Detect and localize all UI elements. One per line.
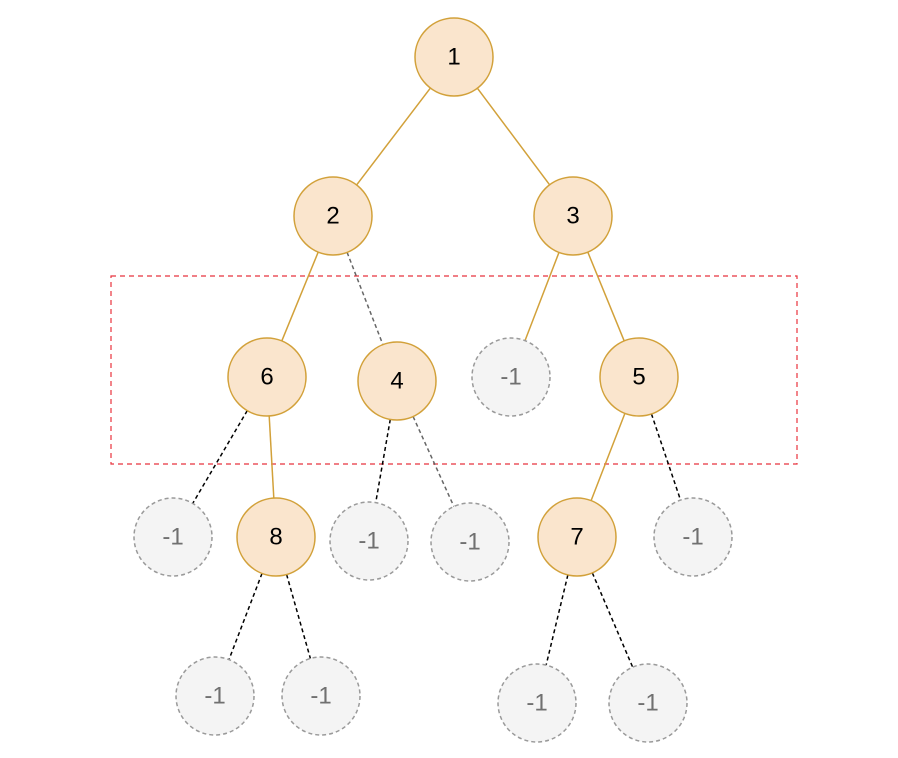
node-label: 4 — [390, 368, 403, 395]
node-circle — [653, 497, 733, 577]
tree-node-4: 4 — [357, 341, 437, 421]
edge-n8-e6 — [228, 573, 263, 660]
empty-node: -1 — [497, 663, 577, 743]
edge-n6-n8 — [268, 415, 275, 499]
nodes-layer: 1 2 3 6 4 -1 5 -1 8 -1 -1 7 -1 -1 -1 -1 -1 — [133, 17, 733, 743]
node-label: 1 — [447, 44, 460, 71]
edge-n4-e4 — [412, 416, 455, 507]
highlighted-level-box — [110, 275, 798, 465]
node-circle — [236, 497, 316, 577]
node-label: 2 — [326, 203, 339, 230]
node-label: 5 — [632, 364, 645, 391]
node-label: -1 — [204, 683, 225, 710]
empty-node: -1 — [608, 663, 688, 743]
node-label: -1 — [459, 529, 480, 556]
tree-node-1: 1 — [414, 17, 494, 97]
node-circle — [175, 656, 255, 736]
node-label: 6 — [260, 364, 273, 391]
edge-n7-e8 — [545, 574, 569, 666]
edge-n5-e5 — [650, 413, 682, 501]
node-label: -1 — [310, 683, 331, 710]
empty-node: -1 — [281, 656, 361, 736]
node-circle — [497, 663, 577, 743]
node-circle — [329, 501, 409, 581]
edge-n5-n7 — [590, 413, 626, 501]
node-label: 7 — [570, 524, 583, 551]
node-circle — [599, 337, 679, 417]
edge-n1-n2 — [356, 87, 431, 186]
node-label: -1 — [526, 690, 547, 717]
node-label: 8 — [269, 524, 282, 551]
tree-node-5: 5 — [599, 337, 679, 417]
empty-node: -1 — [133, 497, 213, 577]
edge-n7-e9 — [591, 572, 634, 668]
edge-n4-e3 — [374, 419, 392, 503]
empty-node: -1 — [430, 502, 510, 582]
node-circle — [608, 663, 688, 743]
node-circle — [533, 176, 613, 256]
edges-layer — [192, 87, 682, 668]
tree-node-6: 6 — [227, 337, 307, 417]
empty-node: -1 — [175, 656, 255, 736]
empty-node: -1 — [471, 337, 551, 417]
edge-n3-e1 — [524, 252, 560, 341]
edge-n8-e7 — [285, 574, 312, 659]
empty-node: -1 — [653, 497, 733, 577]
tree-node-8: 8 — [236, 497, 316, 577]
node-circle — [414, 17, 494, 97]
node-circle — [227, 337, 307, 417]
node-circle — [471, 337, 551, 417]
node-label: -1 — [682, 524, 703, 551]
edge-n1-n3 — [476, 87, 551, 186]
node-circle — [537, 497, 617, 577]
node-label: -1 — [500, 364, 521, 391]
edge-n3-n5 — [587, 251, 625, 342]
edge-n2-n4 — [346, 252, 384, 345]
node-label: -1 — [358, 528, 379, 555]
node-circle — [430, 502, 510, 582]
edge-n2-n6 — [281, 251, 319, 342]
tree-node-3: 3 — [533, 176, 613, 256]
tree-node-2: 2 — [293, 176, 373, 256]
tree-node-7: 7 — [537, 497, 617, 577]
empty-node: -1 — [329, 501, 409, 581]
node-label: 3 — [566, 203, 579, 230]
node-label: -1 — [162, 524, 183, 551]
node-circle — [293, 176, 373, 256]
edge-n6-e2 — [192, 410, 248, 504]
node-circle — [281, 656, 361, 736]
node-circle — [133, 497, 213, 577]
node-circle — [357, 341, 437, 421]
node-label: -1 — [637, 690, 658, 717]
